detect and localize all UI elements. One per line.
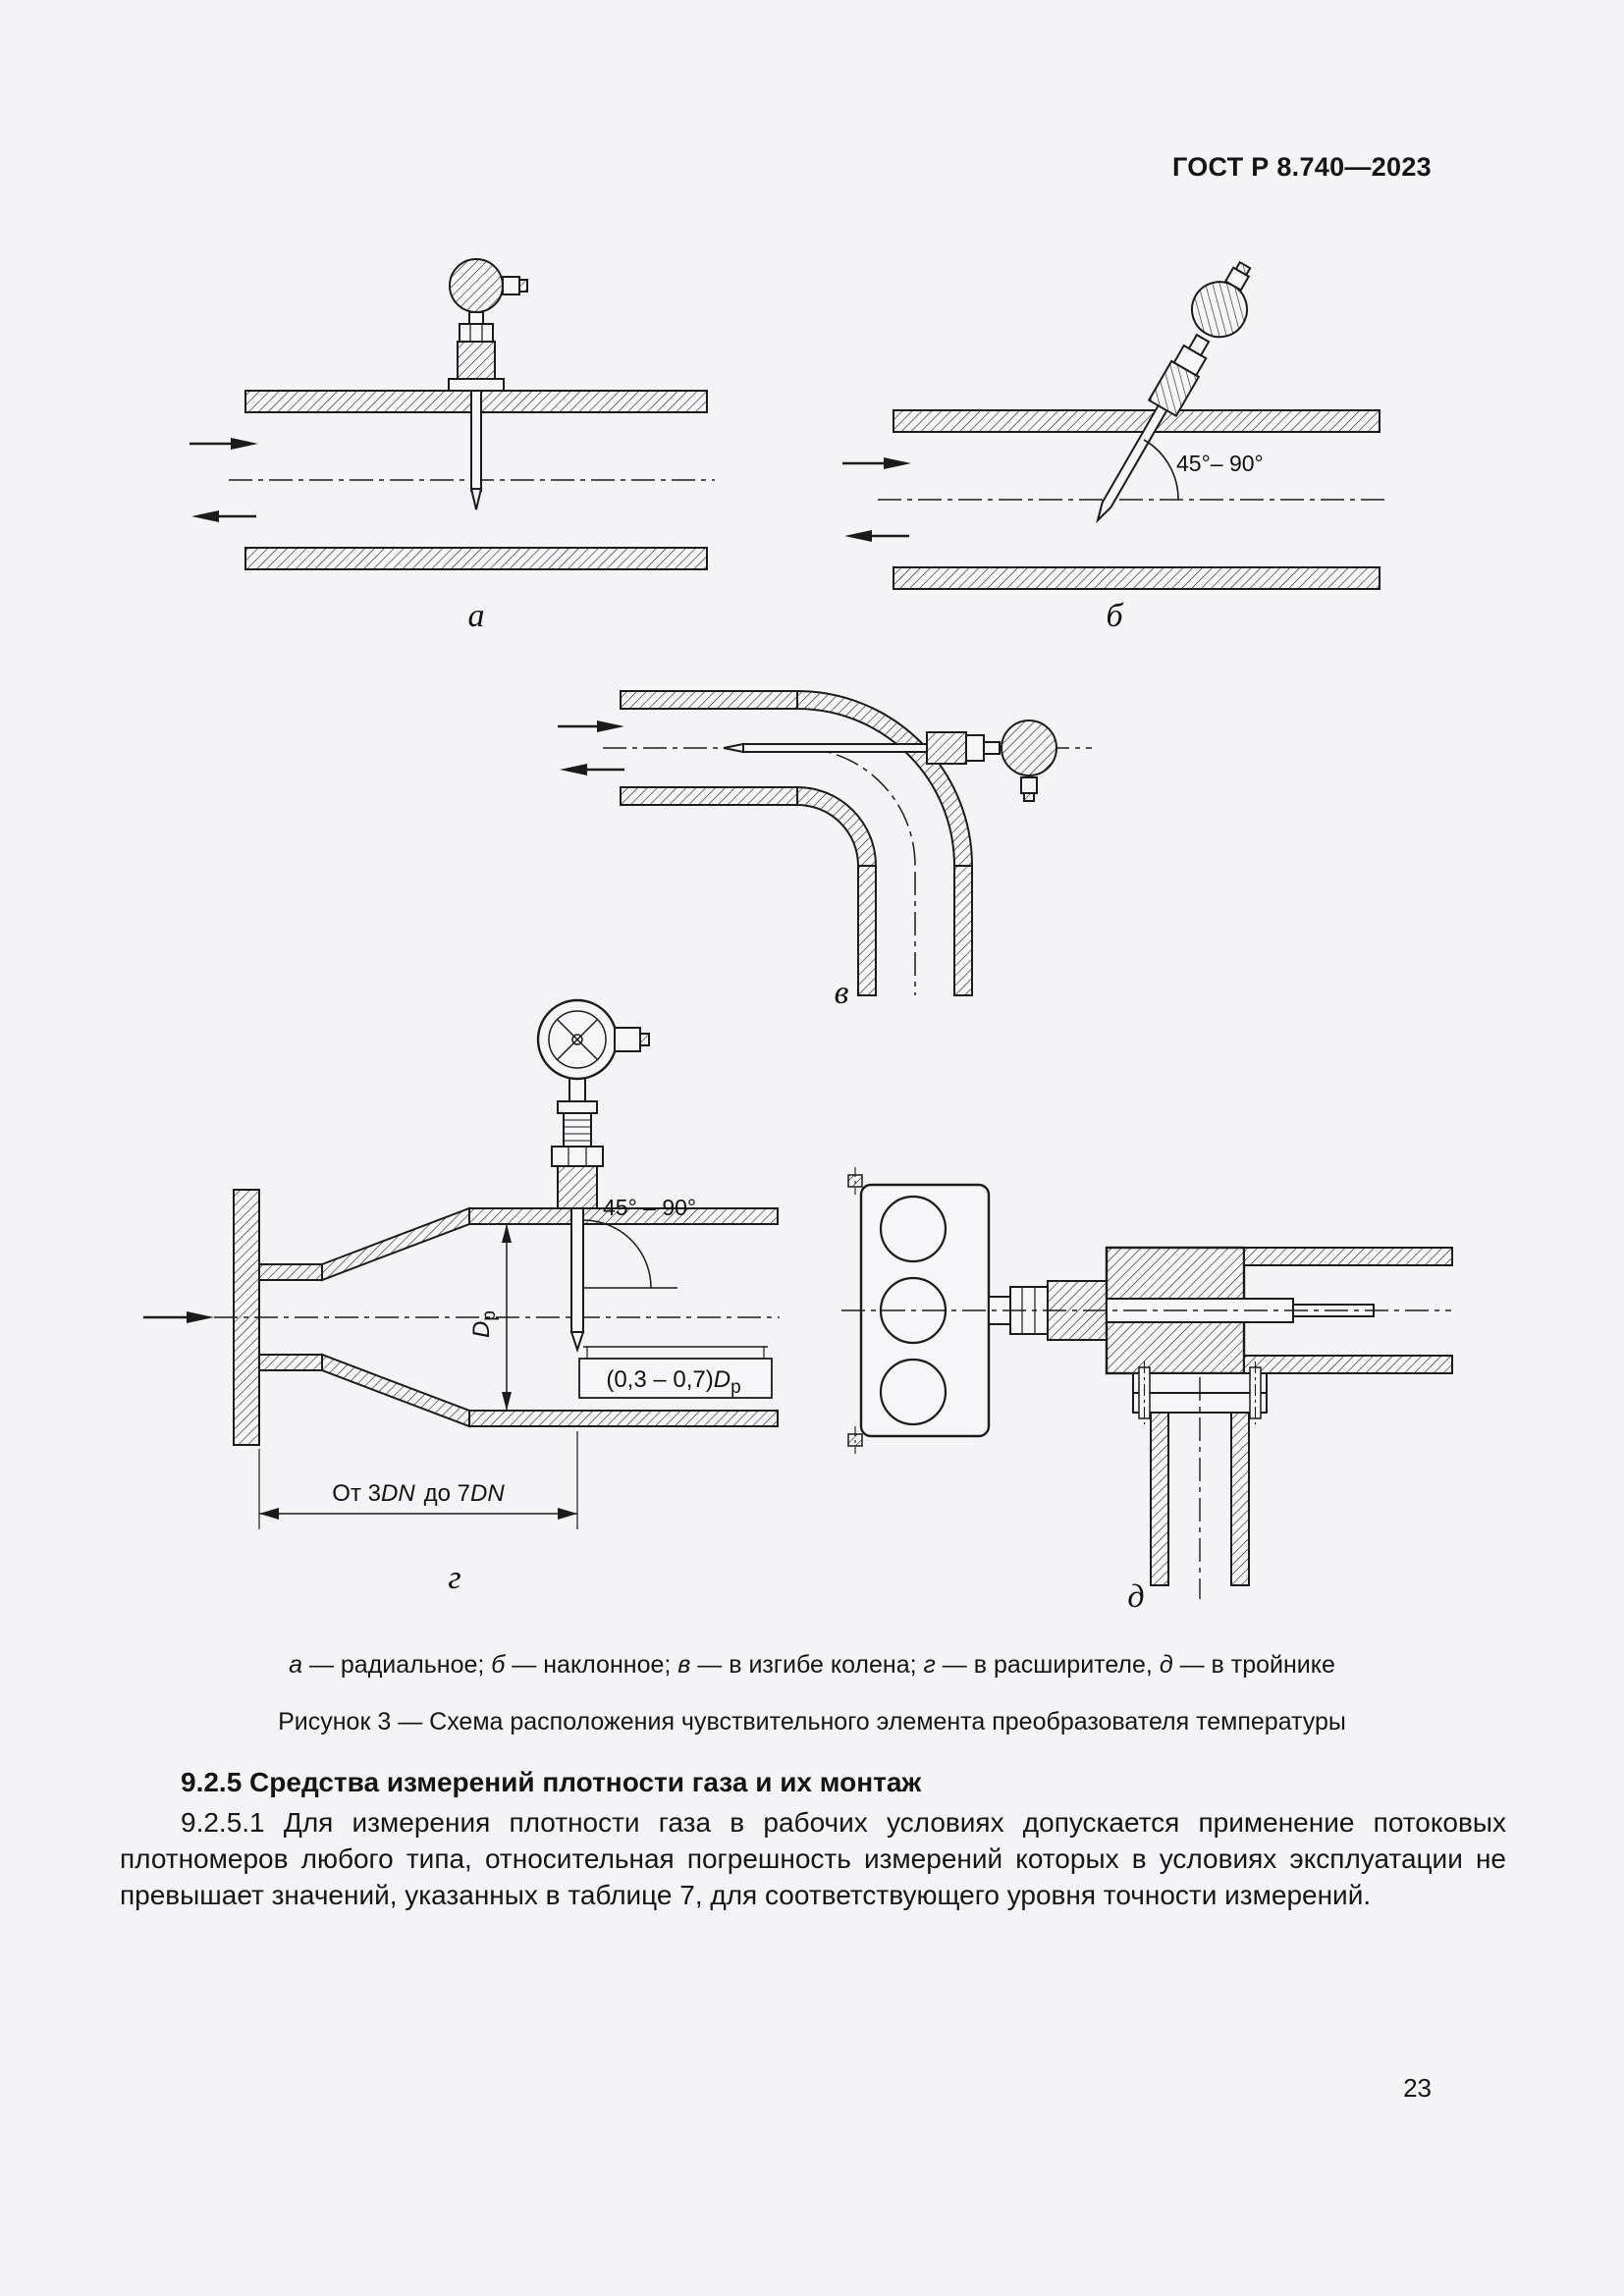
centerlines <box>603 747 1092 995</box>
thermowell-tip <box>723 742 744 754</box>
diagram-label-g: г <box>448 1560 460 1596</box>
thermowell-tip <box>569 1331 585 1354</box>
diagram-label-d: д <box>1127 1578 1144 1615</box>
pipe-walls <box>244 390 708 570</box>
legend-text-d: — в тройнике <box>1172 1651 1335 1679</box>
thermowell-tip <box>469 488 483 510</box>
legend-letter-g: г <box>923 1651 936 1679</box>
diagram-label-v: в <box>835 975 849 1011</box>
elbow-walls <box>620 689 974 996</box>
angle-dimension <box>582 1219 677 1289</box>
diagram-d-tee: д <box>841 1167 1453 1615</box>
legend-text-a: — радиальное; <box>302 1651 492 1679</box>
diagram-b-inclined: 45°– 90° б <box>842 260 1390 634</box>
branch-pipe <box>1150 1412 1250 1586</box>
threaded-stem <box>563 1112 592 1148</box>
figure-caption: Рисунок 3 — Схема расположения чувствите… <box>278 1708 1346 1735</box>
hex-nut <box>551 1146 604 1167</box>
dp-dimension <box>502 1224 512 1411</box>
flow-arrows <box>558 721 624 775</box>
insertion-depth-label: (0,3 – 0,7)Dр <box>606 1366 740 1398</box>
cable-gland <box>502 276 520 295</box>
angle-annotation: 45° – 90° <box>603 1195 696 1220</box>
cable-gland <box>1020 776 1038 794</box>
threaded-boss <box>926 731 967 765</box>
terminal-box <box>614 1027 641 1052</box>
angle-arc <box>1143 439 1179 501</box>
section-paragraph: 9.2.5.1 Для измерения плотности газа в р… <box>120 1807 1506 1910</box>
pipe-walls <box>893 409 1380 590</box>
page-number: 23 <box>1403 2073 1432 2103</box>
diagram-a-radial: а <box>189 258 715 634</box>
flow-arrow <box>143 1311 214 1323</box>
legend-letter-v: в <box>677 1651 691 1679</box>
junction-box <box>847 1167 991 1454</box>
neck <box>468 311 484 325</box>
sensor-head <box>1001 720 1057 776</box>
threaded-boss <box>457 341 496 380</box>
hex-nut <box>965 734 985 762</box>
section-heading: 9.2.5 Средства измерений плотности газа … <box>181 1767 922 1797</box>
temperature-sensor <box>1096 260 1252 524</box>
insertion-depth-dimension <box>578 1346 773 1399</box>
length-dimension <box>258 1431 578 1529</box>
sensor-head <box>449 258 504 313</box>
flow-arrows <box>189 438 258 522</box>
temperature-sensor <box>536 998 650 1354</box>
thermowell <box>742 743 931 753</box>
stem <box>568 1077 586 1102</box>
temperature-sensor <box>723 720 1057 802</box>
dp-label: Dр <box>468 1310 500 1338</box>
mount-plate <box>448 378 505 392</box>
main-pipe <box>1243 1247 1453 1374</box>
legend-letter-b: б <box>491 1651 506 1679</box>
legend-text-g: — в расширителе, <box>935 1651 1160 1679</box>
diagram-label-b: б <box>1106 598 1124 634</box>
angle-annotation: 45°– 90° <box>1176 451 1264 476</box>
legend-letter-d: д <box>1159 1651 1173 1679</box>
legend-text-b: — наклонное; <box>505 1651 678 1679</box>
collar <box>557 1100 598 1114</box>
diagram-label-a: а <box>468 598 485 634</box>
diagram-v-elbow: в <box>558 689 1092 1011</box>
hex-nut <box>459 323 494 343</box>
legend-text-v: — в изгибе колена; <box>690 1651 924 1679</box>
threaded-boss <box>557 1165 598 1209</box>
doc-header: ГОСТ Р 8.740—2023 <box>1171 152 1432 182</box>
legend-letter-a: а <box>289 1651 303 1679</box>
figure-legend: а — радиальное; б — наклонное; в — в изг… <box>59 1651 1565 1680</box>
neck <box>1187 333 1211 357</box>
temperature-sensor <box>448 258 528 510</box>
flow-arrows <box>842 457 911 542</box>
thermowell <box>570 1207 584 1333</box>
neck <box>983 741 1001 755</box>
